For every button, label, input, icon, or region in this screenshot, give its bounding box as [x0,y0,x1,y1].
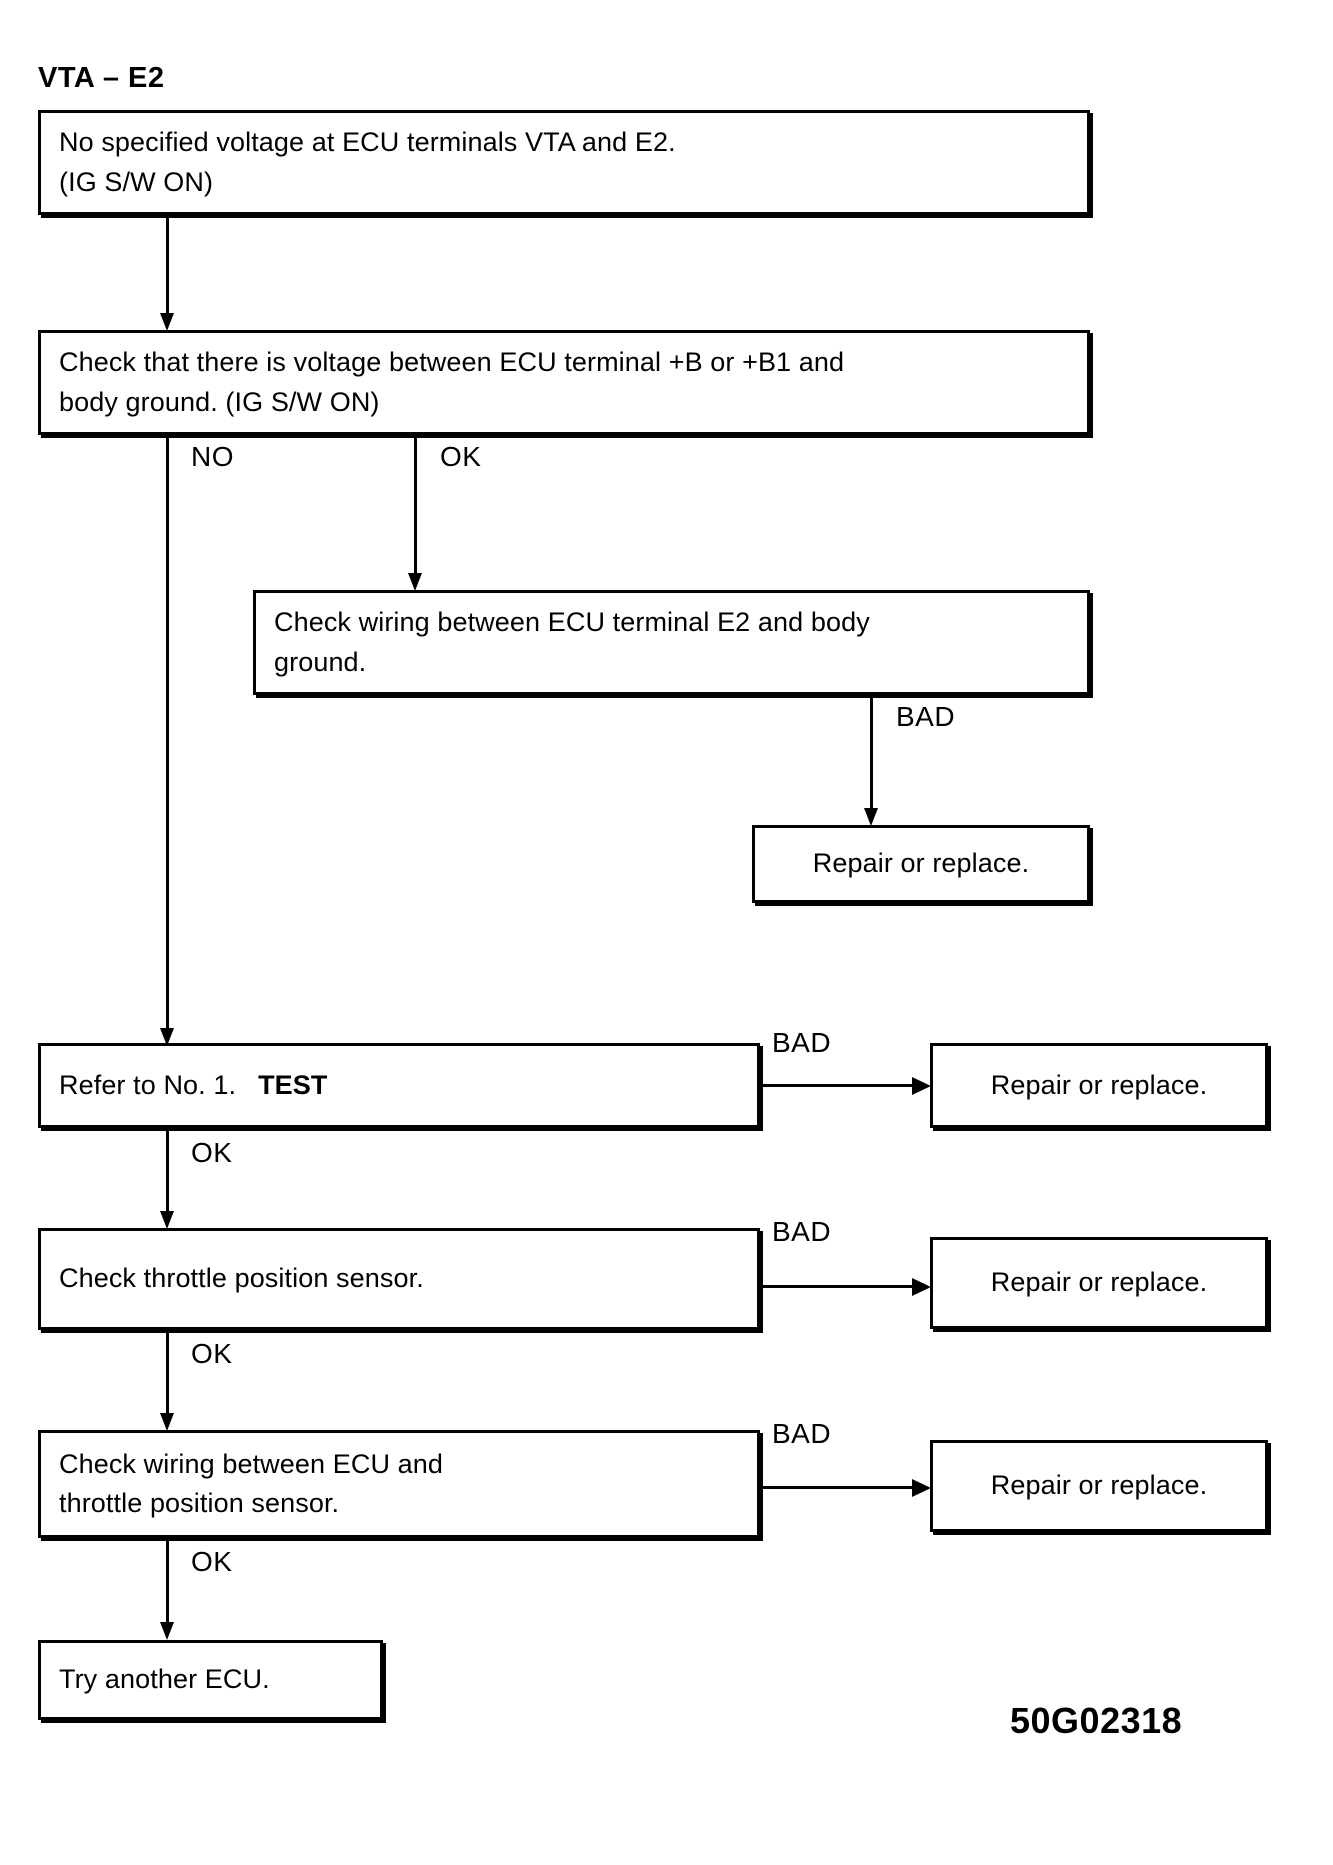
arrowhead-right-bad-3 [912,1278,931,1296]
connector-ok-4 [166,1538,169,1624]
node-repair-1: Repair or replace. [752,825,1090,903]
node-repair-4: Repair or replace. [930,1440,1268,1532]
connector-symptom-to-check-b [166,215,169,315]
node-refer-no-1-test-label: TEST [258,1069,328,1100]
node-check-ecu-tps-wiring: Check wiring between ECU and throttle po… [38,1430,760,1538]
connector-ok-3 [166,1330,169,1415]
node-try-another-ecu-text: Try another ECU. [59,1664,270,1695]
node-refer-no-1-prefix: Refer to No. 1. [59,1069,237,1100]
node-check-b-voltage: Check that there is voltage between ECU … [38,330,1090,435]
node-repair-1-text: Repair or replace. [812,848,1030,879]
connector-ok-1 [414,435,417,575]
node-check-tps-text: Check throttle position sensor. [59,1263,424,1294]
arrowhead-down-no [160,1028,174,1046]
node-check-tps: Check throttle position sensor. [38,1228,760,1330]
connector-no-branch [166,435,169,1030]
node-repair-2-text: Repair or replace. [990,1069,1208,1100]
arrowhead-down-ok-2 [160,1211,174,1229]
branch-label-ok-3: OK [191,1338,233,1369]
branch-label-ok-2: OK [191,1137,233,1168]
connector-bad-2 [760,1084,915,1087]
node-repair-3-text: Repair or replace. [990,1267,1208,1298]
connector-bad-3 [760,1285,915,1288]
arrowhead-down-1 [160,313,174,331]
branch-label-bad-2: BAD [772,1027,832,1058]
node-refer-no-1-text: Refer to No. 1. TEST [41,1066,346,1105]
branch-label-bad-3: BAD [772,1216,832,1247]
node-check-ecu-tps-wiring-text: Check wiring between ECU and throttle po… [59,1448,443,1518]
branch-label-bad-4: BAD [772,1418,832,1449]
node-try-another-ecu: Try another ECU. [38,1640,383,1720]
arrowhead-down-bad-1 [864,808,878,826]
branch-label-ok-4: OK [191,1546,233,1577]
arrowhead-down-ok-1 [408,573,422,591]
node-check-b-voltage-text: Check that there is voltage between ECU … [59,347,845,417]
node-refer-no-1: Refer to No. 1. TEST [38,1043,760,1128]
arrowhead-down-ok-3 [160,1413,174,1431]
page-title: VTA – E2 [38,62,165,94]
reference-code: 50G02318 [1010,1700,1183,1741]
arrowhead-down-ok-4 [160,1622,174,1640]
connector-bad-1 [870,695,873,810]
node-repair-4-text: Repair or replace. [990,1470,1208,1501]
node-symptom-text: No specified voltage at ECU terminals VT… [59,127,676,197]
node-repair-3: Repair or replace. [930,1237,1268,1329]
branch-label-ok-1: OK [440,441,482,472]
node-check-e2-wiring: Check wiring between ECU terminal E2 and… [253,590,1090,695]
node-repair-2: Repair or replace. [930,1043,1268,1128]
arrowhead-right-bad-4 [912,1479,931,1497]
arrowhead-right-bad-2 [912,1077,931,1095]
connector-ok-2 [166,1128,169,1213]
node-check-e2-wiring-text: Check wiring between ECU terminal E2 and… [274,607,870,677]
branch-label-bad-1: BAD [896,701,956,732]
branch-label-no: NO [191,441,234,472]
connector-bad-4 [760,1486,915,1489]
node-symptom: No specified voltage at ECU terminals VT… [38,110,1090,215]
